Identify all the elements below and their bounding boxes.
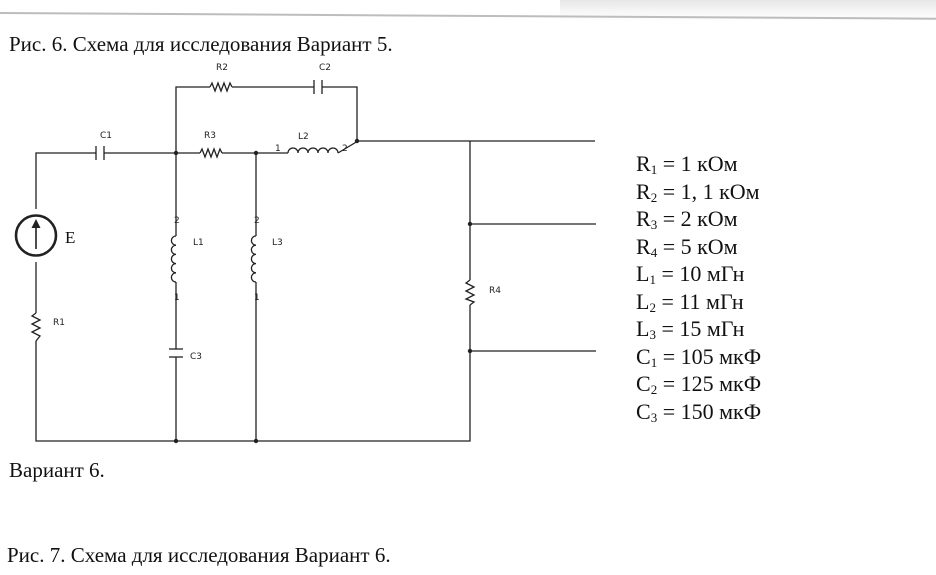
- label-r1: R1: [53, 318, 65, 328]
- resistor-r1: [30, 312, 42, 342]
- param-l2: L2 = 11 мГн: [636, 288, 744, 315]
- inductor-l1: [170, 235, 177, 283]
- label-r2: R2: [216, 63, 228, 73]
- param-r4: R4 = 5 кОм: [636, 233, 738, 260]
- label-l2-pin2: 2: [342, 144, 348, 154]
- label-l1-pin1: 1: [174, 293, 180, 303]
- wire-bottom-rail: [35, 341, 471, 442]
- wire-top-left: [35, 152, 96, 209]
- label-e: E: [65, 228, 75, 247]
- param-c3: C3 = 150 мкФ: [636, 398, 762, 425]
- resistor-r2: [209, 81, 233, 93]
- param-r1: R1 = 1 кОм: [636, 151, 738, 177]
- label-l3-pin1: 1: [254, 293, 260, 303]
- figure-7-caption: Рис. 7. Схема для исследования Вариант 6…: [7, 543, 391, 567]
- junction-dot: [253, 438, 259, 444]
- label-c2: C2: [319, 63, 331, 73]
- inductor-l3: [250, 235, 257, 283]
- inductor-l2: [287, 147, 339, 154]
- param-c1: C1 = 105 мкФ: [636, 343, 762, 370]
- label-r3: R3: [204, 131, 216, 141]
- junction-dot: [467, 348, 473, 354]
- param-l1: L1 = 10 мГн: [636, 261, 745, 287]
- label-l1-pin2: 2: [174, 216, 180, 226]
- wire-l2-to-right: [337, 140, 595, 154]
- param-r2: R2 = 1, 1 кОм: [636, 178, 760, 205]
- label-l1: L1: [193, 238, 204, 248]
- junction-dot: [173, 438, 179, 444]
- figure-6-caption: Рис. 6. Схема для исследования Вариант 5…: [9, 32, 393, 56]
- param-c2: C2 = 125 мкФ: [636, 371, 762, 397]
- label-l2-pin1: 1: [275, 144, 281, 154]
- source-e-arrow-head: [31, 219, 41, 228]
- junction-dot: [173, 150, 179, 156]
- param-r3: R3 = 2 кОм: [636, 206, 738, 232]
- junction-dot: [253, 150, 259, 156]
- parameter-list: R1 = 1 кОм R2 = 1, 1 кОм R3 = 2 кОм R4 =…: [636, 150, 761, 425]
- label-l3: L3: [272, 238, 283, 248]
- wire-c2-to-node: [322, 86, 358, 141]
- label-l3-pin2: 2: [254, 216, 260, 226]
- variant-6-heading: Вариант 6.: [9, 458, 105, 482]
- label-r4: R4: [489, 286, 501, 296]
- source-e-circle: [14, 214, 58, 257]
- junction-dot: [467, 221, 473, 227]
- label-c1: C1: [100, 131, 112, 141]
- label-l2: L2: [298, 132, 309, 142]
- label-c3: C3: [190, 352, 202, 362]
- junction-dot: [354, 138, 360, 144]
- resistor-r3: [199, 147, 223, 159]
- wire-r2-branch: [175, 86, 210, 153]
- resistor-r4: [464, 279, 476, 306]
- param-l3: L3 = 15 мГн: [636, 316, 745, 342]
